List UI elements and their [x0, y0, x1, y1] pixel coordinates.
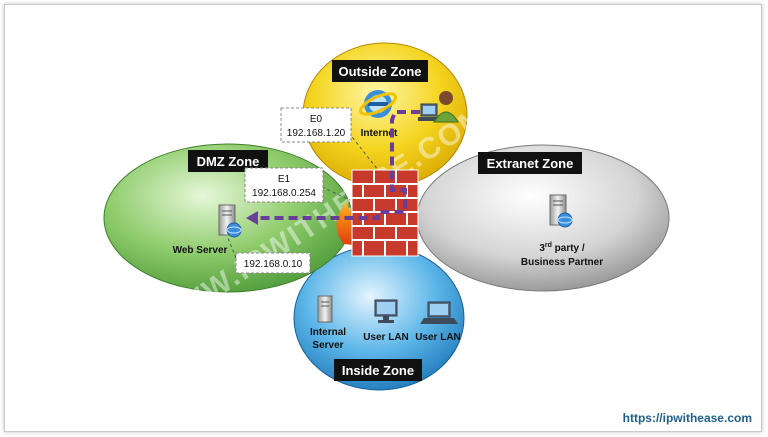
extranet-zone-title: Extranet Zone	[478, 152, 582, 174]
firewall-icon	[336, 169, 419, 257]
footer-url[interactable]: https://ipwithease.com	[623, 411, 752, 425]
svg-text:192.168.0.10: 192.168.0.10	[244, 259, 303, 270]
dmz-zone-title: DMZ Zone	[188, 150, 268, 172]
partner-server-icon	[549, 194, 573, 228]
user-lan-label-1: User LAN	[363, 332, 409, 343]
e0-interface-label: E0 192.168.1.20	[280, 107, 352, 143]
inside-zone-title: Inside Zone	[334, 359, 422, 381]
internal-server-icon	[317, 295, 333, 323]
traffic-path	[258, 110, 420, 220]
svg-text:E1: E1	[278, 174, 291, 185]
svg-text:Outside Zone: Outside Zone	[338, 64, 421, 79]
web-server-ip-label: 192.168.0.10	[235, 252, 311, 274]
user-lan-label-2: User LAN	[415, 332, 461, 343]
internet-explorer-icon	[359, 90, 397, 118]
svg-text:DMZ Zone: DMZ Zone	[197, 154, 260, 169]
web-server-label: Web Server	[173, 245, 228, 256]
svg-text:E0: E0	[310, 114, 323, 125]
svg-text:192.168.1.20: 192.168.1.20	[287, 128, 346, 139]
internet-label: Internet	[361, 128, 398, 139]
svg-text:192.168.0.254: 192.168.0.254	[252, 188, 316, 199]
path-arrowhead	[246, 211, 258, 225]
remote-user-icon	[418, 91, 459, 123]
web-server-icon	[218, 204, 242, 238]
partner-label-line1: 3rd party /	[539, 242, 585, 254]
svg-text:Inside Zone: Inside Zone	[342, 363, 414, 378]
user-lan-laptop-icon	[420, 301, 458, 324]
user-lan-desktop-icon	[374, 299, 398, 323]
e1-interface-label: E1 192.168.0.254	[244, 167, 324, 203]
partner-label-line2: Business Partner	[521, 257, 603, 268]
internal-server-label-line2: Server	[312, 340, 343, 351]
internal-server-label-line1: Internal	[310, 327, 346, 338]
svg-text:Extranet Zone: Extranet Zone	[487, 156, 574, 171]
outside-zone-title: Outside Zone	[332, 60, 428, 82]
